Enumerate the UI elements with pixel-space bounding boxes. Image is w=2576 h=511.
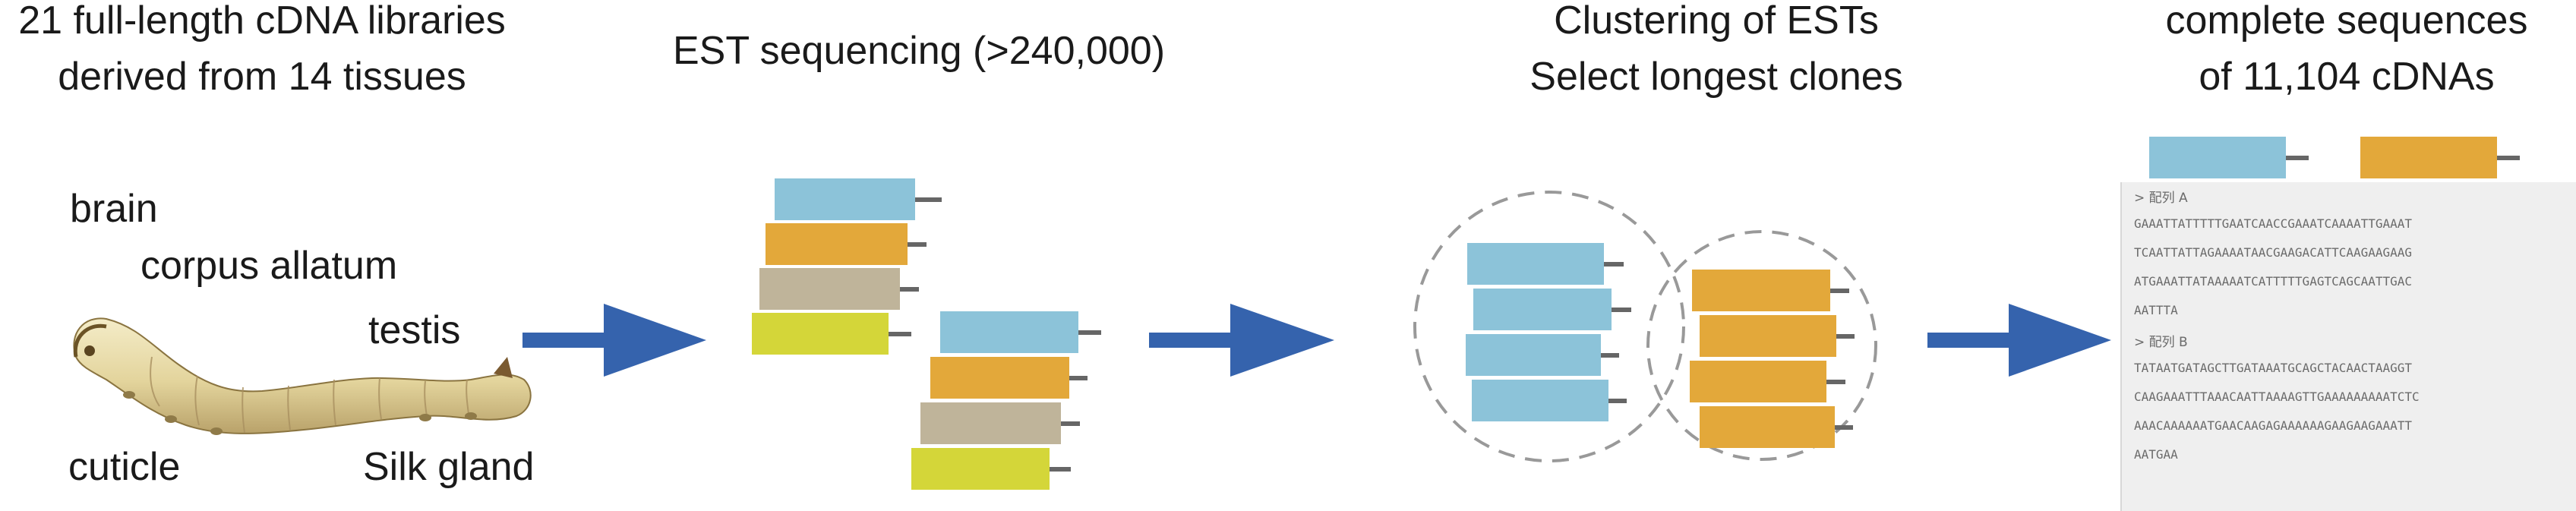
clone-bar — [1473, 289, 1612, 330]
cluster-circle-1 — [1413, 191, 1685, 462]
step2-title: EST sequencing (>240,000) — [653, 23, 1185, 79]
sequence-a-line: AATTTA — [2134, 303, 2178, 317]
clone-bar — [911, 448, 1050, 490]
tissue-label-brain: brain — [70, 187, 158, 231]
clone-bar — [940, 311, 1078, 353]
est-clone-stack-1 — [752, 178, 942, 355]
step3-title-line1: Clustering of ESTs — [1554, 0, 1879, 43]
arrow-2 — [1149, 304, 1334, 377]
clone-bar — [2149, 137, 2286, 178]
step3-title-line2: Select longest clones — [1530, 55, 1903, 99]
step4-title-line1: complete sequences — [2165, 0, 2528, 43]
clone-bar — [1700, 315, 1836, 357]
sequence-b-header: > 配列 B — [2134, 335, 2188, 350]
clone-bar — [1472, 380, 1608, 421]
step1-title-line2: derived from 14 tissues — [58, 55, 466, 99]
arrow-1 — [522, 304, 706, 377]
clone-bar — [1466, 334, 1601, 376]
step2-title-line1: EST sequencing (>240,000) — [672, 29, 1166, 73]
est-clone-stack-2 — [911, 311, 1101, 490]
sequence-panel — [2120, 182, 2576, 511]
sequence-b-line: TATAATGATAGCTTGATAAATGCAGCTACAACTAAGGT — [2134, 361, 2413, 375]
cluster-circle-2 — [1646, 230, 1877, 461]
tissue-label-testis: testis — [368, 308, 461, 352]
clone-bar — [2360, 137, 2497, 178]
sequence-a-header: > 配列 A — [2134, 191, 2188, 206]
step4-title: complete sequences of 11,104 cDNAs — [2119, 0, 2574, 105]
tissue-label-silk-gland: Silk gland — [363, 445, 535, 489]
step1-title-line1: 21 full-length cDNA libraries — [18, 0, 506, 43]
clone-bar — [775, 178, 915, 220]
tissue-label-cuticle: cuticle — [68, 445, 181, 489]
sequence-a-line: ATGAAATTATAAAAATCATTTTTGAGTCAGCAATTGAC — [2134, 274, 2413, 289]
step4-title-line2: of 11,104 cDNAs — [2199, 55, 2495, 99]
sequence-b-line: AAACAAAAAATGAACAAGAGAAAAAAGAAGAAGAAATT — [2134, 418, 2413, 433]
step1-title: 21 full-length cDNA libraries derived fr… — [0, 0, 524, 105]
clone-bar — [930, 357, 1069, 399]
clone-bar — [752, 313, 889, 355]
clone-bar — [1692, 270, 1830, 311]
sequence-a-line: GAAATTATTTTTGAATCAACCGAAATCAAAATTGAAAT — [2134, 216, 2413, 231]
sequence-b-line: AATGAA — [2134, 447, 2178, 462]
clone-bar — [920, 402, 1061, 444]
cluster-blue — [1413, 191, 1685, 462]
final-clones — [2149, 137, 2520, 178]
clone-bar — [759, 268, 900, 310]
step3-title: Clustering of ESTs Select longest clones — [1481, 0, 1952, 105]
sequence-a-line: TCAATTATTAGAAAATAACGAAGACATTCAAGAAGAAG — [2134, 245, 2413, 260]
clone-bar — [1690, 361, 1826, 402]
tissue-label-corpus-allatum: corpus allatum — [140, 244, 398, 288]
clone-bar — [1700, 406, 1835, 448]
sequence-b-line: CAAGAAATTTAAACAATTAAAAGTTGAAAAAAAAATCTC — [2134, 390, 2420, 404]
cluster-orange — [1646, 230, 1877, 461]
clone-bar — [766, 223, 908, 265]
arrow-3 — [1927, 304, 2111, 377]
silkworm-larva-image — [73, 317, 532, 435]
clone-bar — [1467, 243, 1604, 285]
